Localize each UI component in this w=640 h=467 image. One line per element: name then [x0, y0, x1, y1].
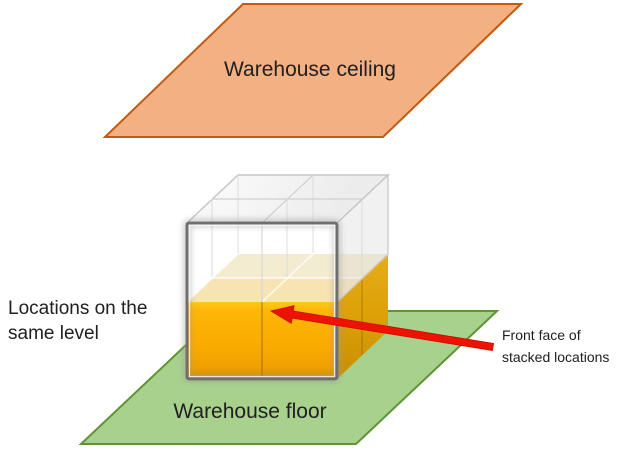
ceiling-label: Warehouse ceiling [224, 58, 396, 81]
rack-side-orange-face [337, 254, 388, 379]
callout-arrow [269, 305, 495, 352]
front-face-callout-line2: stacked locations [502, 349, 610, 365]
frame-outline [185, 221, 339, 381]
same-level-label: Locations on the same level [8, 296, 147, 346]
same-level-label-line1: Locations on the [8, 298, 148, 319]
front-face-callout-line1: Front face of [502, 327, 581, 343]
same-level-label-line2: same level [8, 323, 99, 344]
floor-label: Warehouse floor [173, 400, 327, 423]
frame-inner-rim [188, 224, 336, 378]
front-face-callout-label: Front face of stacked locations [502, 324, 609, 368]
warehouse-ceiling-shape [102, 3, 524, 138]
glass-interior-edges [211, 175, 363, 302]
front-face-frame [183, 219, 341, 383]
